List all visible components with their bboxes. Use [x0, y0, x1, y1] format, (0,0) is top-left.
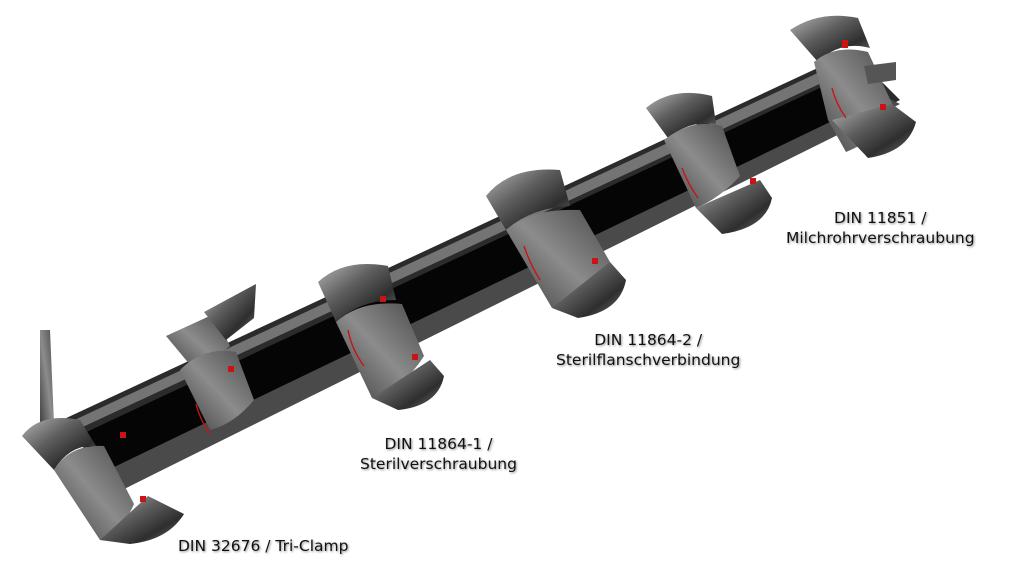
din-11864-1-top	[318, 264, 396, 322]
label-din-11864-1-line2: Sterilverschraubung	[360, 455, 517, 473]
wing-base	[180, 350, 254, 430]
label-tri-clamp-line1: DIN 32676 / Tri-Clamp	[178, 537, 349, 555]
fitting-b-top	[646, 92, 716, 138]
fitting-din-32676-tri-clamp	[22, 330, 184, 544]
fitting-b-lower	[696, 180, 772, 234]
din-11864-1-seal-2	[412, 354, 418, 360]
label-din-11864-2-line2: Sterilflanschverbindung	[556, 351, 741, 369]
label-din-11864-1: DIN 11864-1 / Sterilverschraubung	[360, 434, 517, 474]
din-11851-nut-lower	[832, 104, 916, 158]
fitting-b-seal	[750, 178, 756, 184]
din-11851-seal-2	[880, 104, 886, 110]
fitting-din-11851-b	[646, 92, 772, 234]
gasket-line	[831, 87, 847, 119]
wing-right	[204, 284, 256, 340]
din-11864-2-seal	[592, 258, 598, 264]
gasket-line	[681, 167, 699, 199]
gasket-line	[195, 403, 211, 435]
din-11851-spigot	[864, 62, 896, 84]
gasket-line	[347, 329, 365, 367]
din-11851-seal	[842, 40, 848, 48]
wing-seal	[228, 366, 234, 372]
label-din-11851-line1: DIN 11851 /	[834, 209, 927, 227]
gasket-line	[523, 245, 541, 281]
pipe-highlight	[66, 56, 858, 432]
tri-clamp-seal	[140, 496, 146, 502]
clamp-wing-nut	[166, 284, 256, 430]
gasket-lines	[195, 87, 847, 435]
fitting-din-11864-1	[318, 264, 444, 410]
tri-clamp-bolt	[40, 330, 54, 430]
label-din-11851: DIN 11851 / Milchrohrverschraubung	[786, 208, 975, 248]
tri-clamp-lower	[100, 496, 184, 544]
din-11864-1-nut	[336, 303, 424, 398]
label-din-11864-2-line1: DIN 11864-2 /	[594, 331, 703, 349]
tri-clamp-band	[22, 418, 96, 470]
fitting-din-11864-2	[486, 169, 626, 318]
tri-clamp-ring	[54, 445, 134, 540]
pipe-inner-bore	[78, 70, 884, 470]
din-11851-nut-top	[790, 15, 870, 62]
label-din-11851-line2: Milchrohrverschraubung	[786, 229, 975, 247]
din-11864-2-top	[486, 169, 570, 230]
din-11864-1-lower	[372, 360, 444, 410]
din-11864-2-lower	[552, 262, 626, 318]
label-din-11864-2: DIN 11864-2 / Sterilflanschverbindung	[556, 330, 740, 370]
din-11864-1-seal	[380, 296, 386, 302]
label-tri-clamp: DIN 32676 / Tri-Clamp	[178, 536, 348, 556]
tri-clamp-seal-2	[120, 432, 126, 438]
label-din-11864-1-line1: DIN 11864-1 /	[384, 435, 493, 453]
pipe-body	[62, 52, 900, 492]
pipe-lower-wall	[108, 96, 900, 492]
fitting-din-11851	[790, 15, 916, 158]
fitting-b-ring	[664, 123, 740, 208]
